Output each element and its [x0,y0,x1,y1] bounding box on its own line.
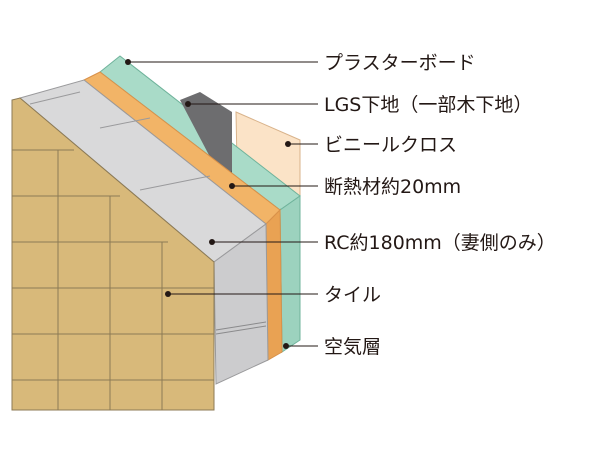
tile-layer [11,97,215,411]
label-lgs-furring: LGS下地（一部木下地） [324,94,532,116]
label-rc-wall: RC約180mm（妻側のみ） [324,232,556,254]
label-air-layer: 空気層 [324,336,381,358]
label-insulation: 断熱材約20mm [324,176,461,198]
label-vinyl-cloth: ビニールクロス [324,134,457,156]
label-tile: タイル [324,284,381,306]
labels: プラスターボード LGS下地（一部木下地） ビニールクロス 断熱材約20mm R… [324,52,556,358]
leader-lines [125,59,318,349]
label-gypsum-board: プラスターボード [324,52,476,74]
rc-concrete-layer [18,79,269,385]
